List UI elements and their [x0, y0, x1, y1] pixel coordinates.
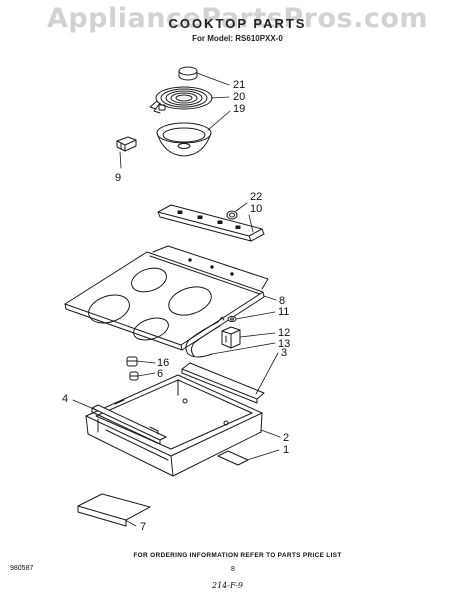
callout-11: 11	[278, 306, 290, 318]
callout-6: 6	[157, 368, 164, 380]
callout-7: 7	[140, 521, 147, 533]
callout-21: 21	[233, 79, 246, 91]
part-11-spacer	[227, 316, 237, 322]
callout-4: 4	[62, 393, 69, 405]
callout-2: 2	[283, 432, 290, 444]
page-title: COOKTOP PARTS	[168, 16, 307, 31]
callout-9: 9	[115, 172, 122, 184]
handwritten-note: 214-F-9	[212, 581, 243, 590]
part-1-front-bracket	[217, 450, 249, 466]
part-12-switch	[221, 326, 241, 349]
callout-8: 8	[279, 295, 286, 307]
part-4-cross-bar	[91, 404, 167, 445]
part-21-knob	[178, 66, 198, 81]
leader-lines	[72, 72, 281, 527]
watermark: AppliancePartsPros.com	[46, 3, 429, 34]
callout-20: 20	[233, 91, 246, 103]
part-9-terminal-block	[116, 136, 137, 152]
part-16-clip	[126, 356, 138, 367]
model-line: For Model: RS610PXX-0	[192, 34, 283, 43]
part-6-clip	[129, 371, 139, 381]
part-22-indicator-lens	[226, 210, 238, 220]
part-3-rear-bracket	[181, 362, 265, 404]
ordering-note: FOR ORDERING INFORMATION REFER TO PARTS …	[133, 552, 342, 559]
callout-10: 10	[250, 203, 263, 215]
callout-22: 22	[250, 191, 263, 203]
callout-1: 1	[283, 444, 290, 456]
callout-13: 13	[278, 338, 291, 350]
callout-3: 3	[281, 347, 288, 359]
part-19-drip-bowl	[156, 122, 212, 157]
callout-19: 19	[233, 103, 246, 115]
part-8-cooktop	[64, 245, 269, 351]
page-number: 8	[231, 566, 235, 573]
document-number: 980587	[10, 565, 34, 572]
callout-12: 12	[278, 327, 291, 339]
part-2-base-pan	[85, 374, 263, 477]
part-7-base-tray	[77, 493, 151, 527]
part-13-wire-harness	[185, 316, 225, 358]
part-20-surface-element	[149, 86, 213, 114]
callout-16: 16	[157, 357, 170, 369]
part-10-control-panel	[157, 204, 265, 242]
